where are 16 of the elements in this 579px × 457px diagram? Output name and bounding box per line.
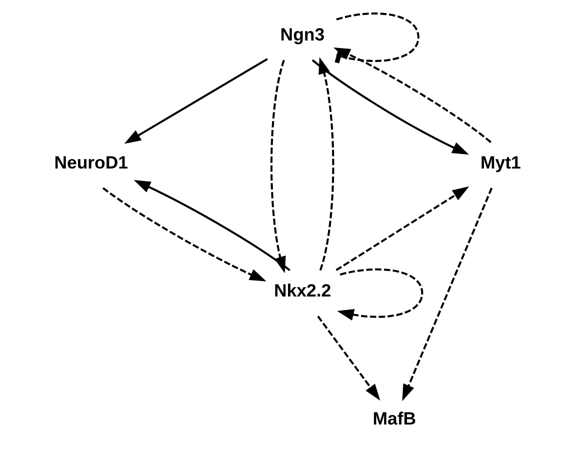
arrow	[317, 316, 380, 401]
connector	[334, 12, 420, 64]
arrow	[312, 59, 469, 155]
arrow	[318, 57, 334, 271]
arrow	[402, 188, 493, 402]
arrow	[124, 58, 268, 144]
node-text: NeuroD1	[54, 152, 128, 173]
node-text: Ngn3	[280, 24, 325, 45]
arrow	[336, 186, 470, 272]
node-text: Nkx2.2	[274, 280, 332, 301]
arrow	[134, 180, 290, 272]
arrow	[334, 48, 492, 144]
node-text: MafB	[372, 408, 416, 428]
arrow	[102, 187, 266, 282]
node-text: Myt1	[480, 152, 521, 173]
arrow	[337, 268, 424, 320]
